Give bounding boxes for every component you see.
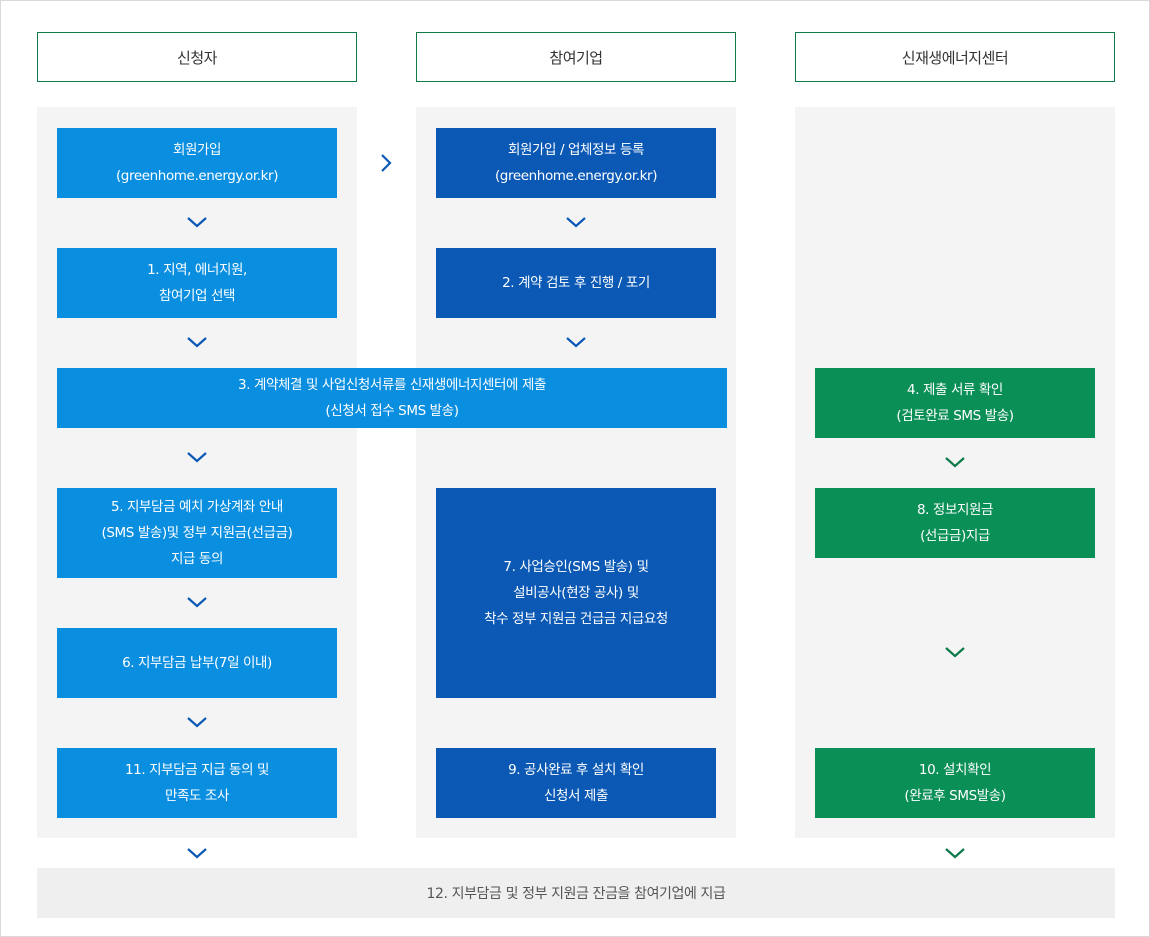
step-6: 6. 지부담금 납부(7일 이내)	[57, 628, 337, 698]
step-10: 10. 설치확인 (완료후 SMS발송)	[815, 748, 1095, 818]
header-center: 신재생에너지센터	[795, 32, 1115, 82]
step-5: 5. 지부담금 예치 가상계좌 안내 (SMS 발송)및 정부 지원금(선급금)…	[57, 488, 337, 578]
header-company: 참여기업	[416, 32, 736, 82]
chevron-down-icon	[186, 595, 208, 609]
step-1: 1. 지역, 에너지원, 참여기업 선택	[57, 248, 337, 318]
step-8: 8. 정보지원금 (선급금)지급	[815, 488, 1095, 558]
chevron-down-icon	[944, 645, 966, 659]
chevron-down-icon	[186, 715, 208, 729]
chevron-down-icon	[186, 450, 208, 464]
chevron-down-icon	[186, 215, 208, 229]
header-applicant: 신청자	[37, 32, 357, 82]
column-center	[795, 107, 1115, 838]
chevron-down-icon	[186, 846, 208, 860]
step-3: 3. 계약체결 및 사업신청서류를 신재생에너지센터에 제출 (신청서 접수 S…	[57, 368, 727, 428]
step-12: 12. 지부담금 및 정부 지원금 잔금을 참여기업에 지급	[37, 868, 1115, 918]
step-applicant-signup: 회원가입 (greenhome.energy.or.kr)	[57, 128, 337, 198]
chevron-down-icon	[565, 335, 587, 349]
step-7: 7. 사업승인(SMS 발송) 및 설비공사(현장 공사) 및 착수 정부 지원…	[436, 488, 716, 698]
chevron-right-icon	[379, 152, 393, 174]
chevron-down-icon	[186, 335, 208, 349]
column-company	[416, 107, 736, 838]
chevron-down-icon	[565, 215, 587, 229]
step-9: 9. 공사완료 후 설치 확인 신청서 제출	[436, 748, 716, 818]
chevron-down-icon	[944, 846, 966, 860]
chevron-down-icon	[944, 455, 966, 469]
step-2: 2. 계약 검토 후 진행 / 포기	[436, 248, 716, 318]
step-company-signup: 회원가입 / 업체정보 등록 (greenhome.energy.or.kr)	[436, 128, 716, 198]
column-applicant	[37, 107, 357, 838]
step-4: 4. 제출 서류 확인 (검토완료 SMS 발송)	[815, 368, 1095, 438]
step-11: 11. 지부담금 지급 동의 및 만족도 조사	[57, 748, 337, 818]
